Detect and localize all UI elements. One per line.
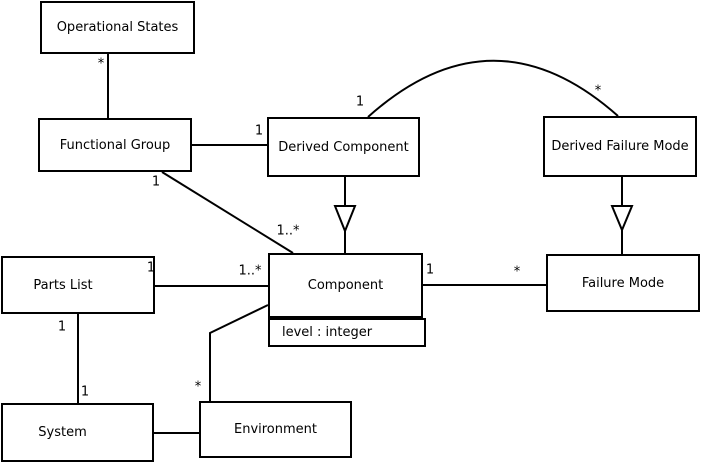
class-box-system: System	[1, 403, 154, 462]
multiplicity-label-arc-derived-failure-mode-end: *	[594, 83, 602, 99]
class-box-component: Component	[268, 253, 423, 318]
class-box-derived-failure-mode: Derived Failure Mode	[543, 116, 697, 177]
class-box-functional-group: Functional Group	[38, 118, 192, 172]
class-label-environment: Environment	[233, 422, 317, 437]
hollow-triangle-arrowhead-icon	[333, 205, 357, 234]
multiplicity-label-operational-states-end: *	[97, 56, 105, 72]
multiplicity-label-environment-top-end: *	[194, 379, 202, 395]
class-label-derived-failure-mode: Derived Failure Mode	[551, 139, 689, 154]
class-label-functional-group: Functional Group	[59, 137, 171, 153]
multiplicity-label-failure-mode-left-end: *	[513, 264, 521, 280]
multiplicity-label-parts-list-right-end: 1	[146, 260, 156, 276]
multiplicity-label-functional-group-lower-end: 1	[151, 174, 161, 190]
component-attribute-compartment: level : integer	[268, 318, 426, 347]
multiplicity-label-system-top-end: 1	[80, 384, 90, 400]
multiplicity-label-component-left-end: 1..*	[238, 263, 262, 279]
edge-arc-derived-component-derived-failure-mode	[367, 59, 619, 118]
component-attribute-label: level : integer	[282, 325, 373, 340]
edge-environment-component	[209, 304, 269, 401]
class-box-derived-component: Derived Component	[267, 117, 420, 177]
class-label-component: Component	[307, 278, 384, 293]
multiplicity-label-component-upper-end: 1..*	[276, 223, 300, 239]
class-label-failure-mode: Failure Mode	[581, 275, 665, 291]
hollow-triangle-arrowhead-icon	[610, 205, 634, 233]
class-label-derived-component: Derived Component	[278, 139, 409, 155]
multiplicity-label-arc-derived-component-end: 1	[355, 94, 365, 110]
class-label-parts-list: Parts List	[33, 277, 93, 293]
class-box-environment: Environment	[199, 401, 352, 458]
class-label-system: System	[38, 425, 87, 440]
class-label-operational-states: Operational States	[56, 20, 179, 35]
class-box-failure-mode: Failure Mode	[546, 254, 700, 312]
multiplicity-label-component-right-end: 1	[425, 262, 435, 278]
edge-functional-group-component	[161, 171, 294, 254]
multiplicity-label-derived-component-left-end: 1	[254, 123, 264, 139]
edge-derived-component-component-generalization	[333, 177, 357, 253]
class-box-parts-list: Parts List	[1, 256, 155, 314]
edge-derived-failure-mode-failure-mode-generalization	[610, 177, 634, 254]
class-box-operational-states: Operational States	[40, 1, 195, 54]
multiplicity-label-parts-list-bottom-end: 1	[57, 319, 67, 335]
